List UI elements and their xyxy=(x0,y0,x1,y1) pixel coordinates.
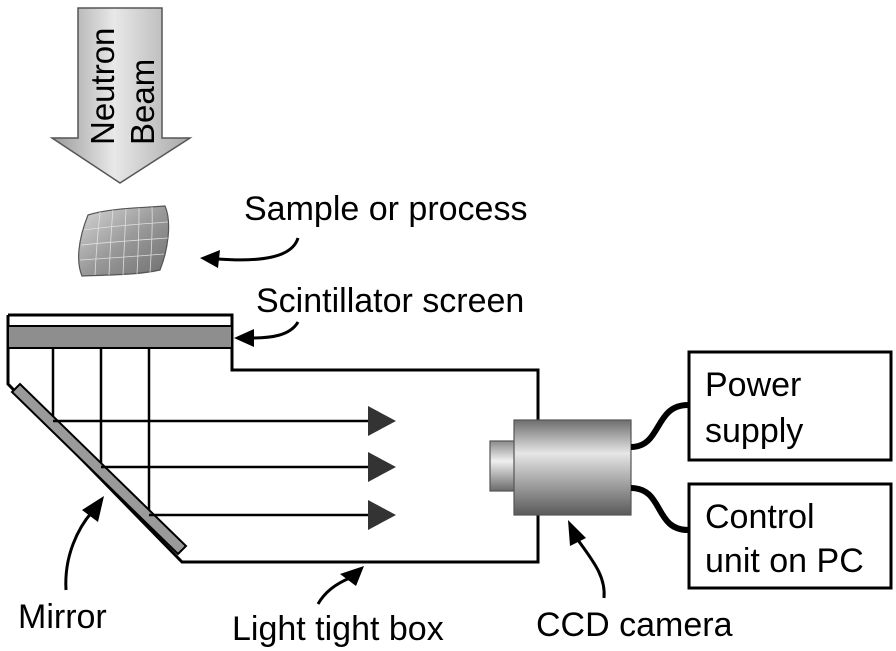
power-supply-label-line2: supply xyxy=(705,412,803,450)
camera-pointer-arrow xyxy=(576,539,606,599)
box-pointer-arrowhead xyxy=(340,566,364,586)
mirror xyxy=(10,382,188,556)
scintillator-label: Scintillator screen xyxy=(256,282,524,320)
ccd-camera xyxy=(489,419,632,516)
control-unit-box xyxy=(687,482,893,590)
camera-label: CCD camera xyxy=(536,606,733,644)
neutron-beam-arrow xyxy=(49,7,193,184)
power-supply-label-line1: Power xyxy=(705,366,801,404)
control-unit-label-line1: Control xyxy=(705,498,815,536)
sample-label: Sample or process xyxy=(244,190,527,228)
control-cable xyxy=(630,485,689,533)
mirror-label: Mirror xyxy=(18,598,107,636)
box-label: Light tight box xyxy=(232,610,444,648)
power-cable xyxy=(630,402,689,450)
control-unit-label-line2: unit on PC xyxy=(705,542,864,580)
scintillator-pointer-arrow xyxy=(251,321,300,340)
beam-label-beam: Beam xyxy=(124,59,161,145)
scintillator-pointer-arrowhead xyxy=(234,329,254,347)
horizontal-light-rays xyxy=(53,406,396,530)
box-pointer-arrow xyxy=(316,576,351,605)
camera-pointer-arrowhead xyxy=(568,520,586,546)
mirror-pointer-arrowhead xyxy=(82,496,104,522)
light-tight-box xyxy=(6,313,540,564)
sample-object xyxy=(78,205,170,277)
mirror-pointer-arrow xyxy=(64,511,94,591)
beam-label-neutron: Neutron xyxy=(84,28,121,145)
power-supply-box xyxy=(687,350,893,462)
sample-pointer-arrow xyxy=(217,237,300,262)
vertical-light-rays xyxy=(51,348,151,518)
sample-pointer-arrowhead xyxy=(200,250,220,268)
scintillator-screen xyxy=(7,325,233,349)
